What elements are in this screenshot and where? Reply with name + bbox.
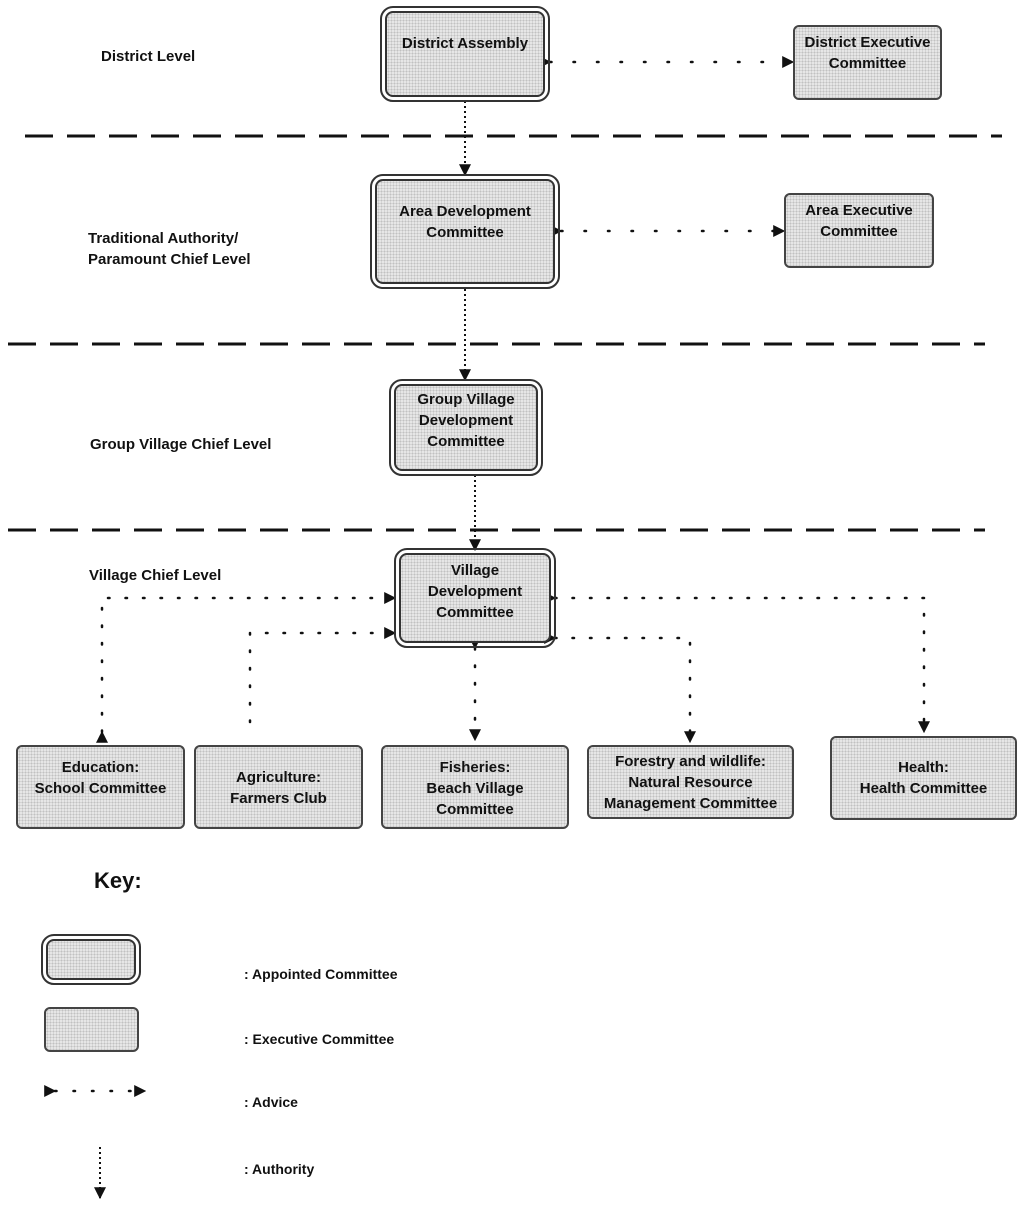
forestry-committee-node: Forestry and wildlife: Natural Resource … — [587, 745, 794, 819]
key-advice-label: : Advice — [244, 1094, 298, 1110]
education-committee-label: Education: School Committee — [34, 759, 167, 797]
agriculture-committee-label: Agriculture: Farmers Club — [230, 769, 327, 807]
key-title: Key: — [94, 868, 142, 893]
advice-arrow — [544, 592, 930, 734]
district-level-label: District Level — [101, 48, 196, 65]
fisheries-committee-node: Fisheries: Beach Village Committee — [381, 745, 569, 829]
key-appointed-symbol — [41, 934, 141, 985]
traditional-authority-level-label: Traditional Authority/ Paramount Chief L… — [88, 230, 251, 268]
group-village-development-committee-node: Group Village Development Committee — [389, 379, 543, 476]
area-executive-committee-label: Area Executive Committee — [805, 202, 913, 240]
key-executive-symbol — [44, 1007, 139, 1052]
group-village-development-committee-label: Group Village Development Committee — [417, 391, 515, 450]
advice-arrow — [96, 592, 397, 743]
area-development-committee-node: Area Development Committee — [370, 174, 560, 289]
agriculture-committee-node: Agriculture: Farmers Club — [194, 745, 363, 829]
education-committee-node: Education: School Committee — [16, 745, 185, 829]
area-development-committee-label: Area Development Committee — [399, 203, 531, 241]
district-executive-committee-node: District Executive Committee — [793, 25, 942, 100]
health-committee-node: Health: Health Committee — [830, 736, 1017, 820]
key-executive-label: : Executive Committee — [244, 1031, 395, 1047]
district-assembly-label: District Assembly — [401, 35, 529, 52]
advice-arrow — [248, 627, 397, 724]
forestry-committee-label: Forestry and wildlife: Natural Resource … — [603, 753, 778, 812]
key-authority-label: : Authority — [244, 1161, 315, 1177]
area-executive-committee-node: Area Executive Committee — [784, 193, 934, 268]
key-appointed-label: : Appointed Committee — [244, 966, 398, 982]
village-development-committee-node: Village Development Committee — [394, 548, 556, 648]
village-development-committee-label: Village Development Committee — [427, 562, 523, 621]
district-assembly-node: District Assembly — [380, 6, 550, 102]
district-executive-committee-label: District Executive Committee — [804, 34, 931, 72]
fisheries-committee-label: Fisheries: Beach Village Committee — [426, 759, 524, 818]
health-committee-label: Health: Health Committee — [859, 759, 988, 797]
advice-arrow — [544, 632, 696, 744]
group-village-level-label: Group Village Chief Level — [90, 436, 272, 453]
village-level-label: Village Chief Level — [89, 567, 222, 584]
